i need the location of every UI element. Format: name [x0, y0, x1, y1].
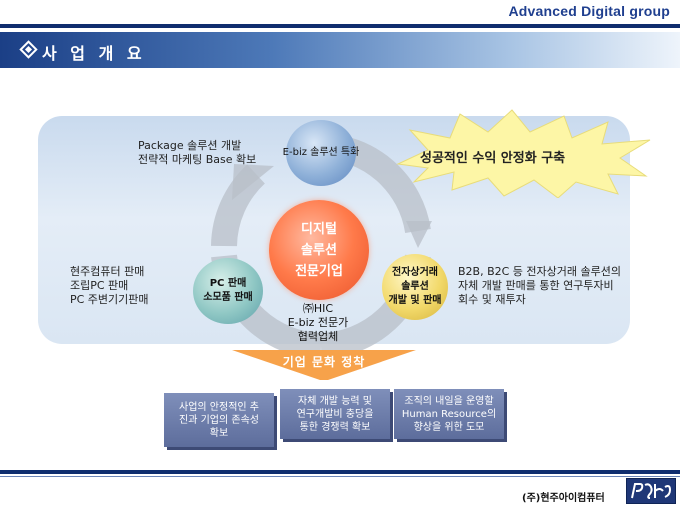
culture-arrow-icon — [232, 350, 416, 380]
ebiz-solution-circle: E-biz 솔루션 특화 — [283, 120, 359, 186]
goal-box-2: 자체 개발 능력 및 연구개발비 충당을 통한 경쟁력 확보 — [280, 389, 390, 439]
goal-box-1: 사업의 안정적인 추 진과 기업의 존속성 확보 — [164, 393, 274, 447]
success-goal-text: 성공적인 수익 안정화 구축 — [420, 151, 566, 166]
pc-sales-text: 현주컴퓨터 판매 조립PC 판매 PC 주변기기판매 — [70, 265, 149, 306]
pc-sales-circle: PC 판매 소모품 판매 — [193, 258, 263, 324]
header-rule — [0, 24, 680, 28]
strategy-text: Package 솔루션 개발 전략적 마케팅 Base 확보 — [138, 139, 257, 166]
footer-rule — [0, 470, 680, 474]
partner-text: ㈜HIC E-biz 전문가 협력업체 — [287, 302, 349, 343]
ecommerce-text: B2B, B2C 등 전자상거래 솔루션의 자체 개발 판매를 통한 연구투자비… — [458, 265, 621, 306]
culture-label: 기업 문화 정착 — [282, 355, 366, 369]
page-title: 사 업 개 요 — [42, 44, 146, 63]
goal-box-3: 조직의 내일을 운영할 Human Resource의 향상을 위한 도모 — [394, 389, 504, 439]
company-name: (주)현주아이컴퓨터 — [522, 493, 605, 504]
digital-solution-core-circle: 디지털 솔루션 전문기업 — [269, 200, 369, 300]
footer-thin-rule — [0, 476, 680, 477]
company-logo-icon — [626, 478, 676, 504]
section-title-bar — [0, 32, 680, 68]
ecommerce-circle: 전자상거래 솔루션 개발 및 판매 — [382, 254, 448, 320]
brand-title: Advanced Digital group — [508, 3, 670, 19]
starburst-icon — [396, 109, 651, 198]
